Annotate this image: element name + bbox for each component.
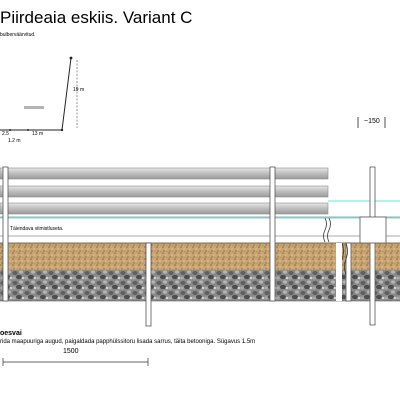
bottom-heading: oesvai bbox=[0, 330, 22, 337]
dimension-bottom bbox=[2, 358, 149, 366]
dim-top-right-label: ~150 bbox=[364, 118, 380, 125]
rail-3 bbox=[0, 202, 329, 215]
profile-line bbox=[0, 57, 72, 131]
rail-1 bbox=[0, 167, 329, 180]
dim-left-label: 2.5 bbox=[2, 131, 9, 137]
dim-bottom-label: 1500 bbox=[63, 348, 79, 355]
post-cap-block bbox=[359, 216, 387, 244]
pile-2 bbox=[145, 242, 152, 327]
bottom-note: rida maapuuriga augud, paigaldada papphü… bbox=[0, 339, 256, 345]
layer-label: Täiendava viimistluseta. bbox=[10, 226, 64, 232]
dim-height-label: 19 m bbox=[73, 87, 85, 93]
ground-gap bbox=[336, 243, 342, 301]
sand-layer bbox=[0, 243, 400, 270]
dim-bracket-top-right bbox=[357, 117, 386, 128]
subtitle: bulberväärvitud. bbox=[0, 32, 36, 38]
gravel-layer bbox=[0, 270, 400, 301]
dim-mid-label: 13 m bbox=[32, 131, 44, 137]
rail-2 bbox=[0, 185, 329, 198]
pile-4 bbox=[345, 242, 352, 302]
ground-layers bbox=[0, 242, 400, 302]
post-5 bbox=[369, 166, 376, 326]
rails bbox=[0, 167, 329, 215]
posts bbox=[2, 166, 387, 327]
profile-sketch bbox=[0, 56, 78, 132]
post-1 bbox=[2, 166, 9, 302]
page-title: Piirdeaia eskiis. Variant C bbox=[0, 8, 193, 27]
post-3 bbox=[269, 166, 276, 302]
dim-below-label: 1.2 m bbox=[8, 138, 21, 144]
profile-node bbox=[69, 56, 73, 60]
gray-bar bbox=[24, 106, 44, 109]
